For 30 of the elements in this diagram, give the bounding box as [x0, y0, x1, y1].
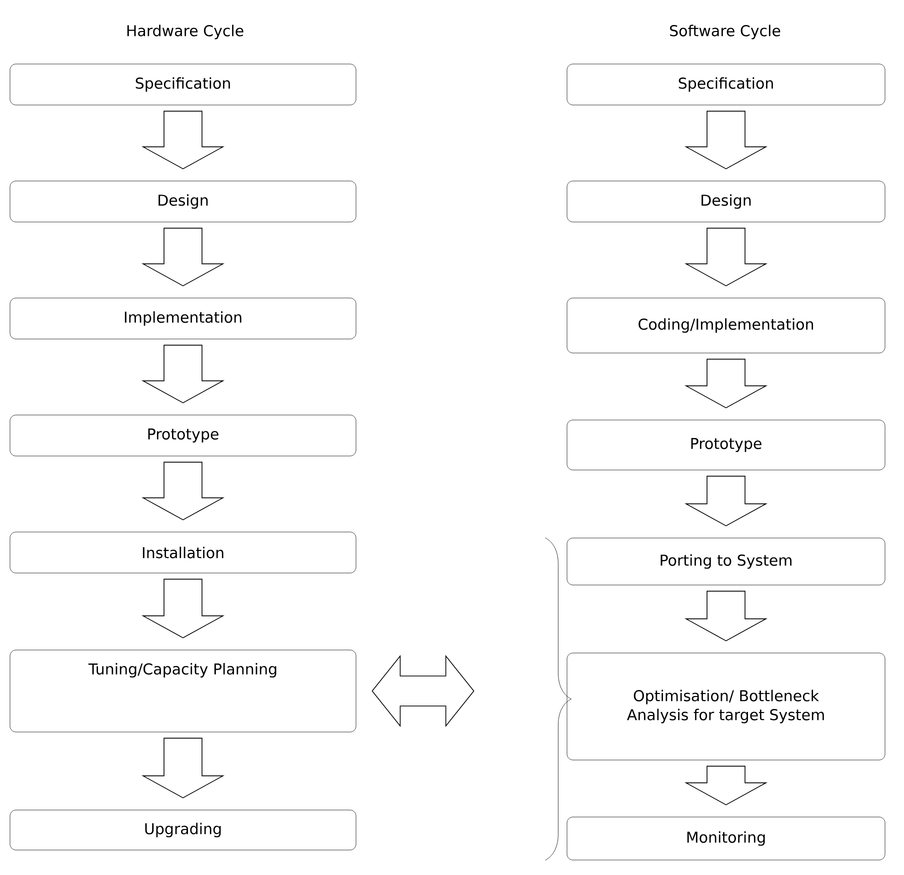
block-arrow [141, 228, 225, 286]
process-box: Specification [10, 64, 356, 106]
block-arrow [684, 110, 768, 170]
block-arrow [141, 110, 225, 170]
column-title: Hardware Cycle [127, 24, 244, 40]
process-box: Prototype [10, 414, 356, 456]
process-box: Specification [566, 64, 886, 106]
process-box: Optimisation/ Bottleneck Analysis for target System [566, 652, 886, 760]
process-box: Installation [10, 532, 356, 574]
process-box: Porting to System [566, 538, 886, 586]
block-arrow [141, 738, 225, 798]
block-arrow [141, 462, 225, 520]
block-arrow [141, 344, 225, 404]
process-box: Upgrading [10, 810, 356, 850]
process-box: Prototype [566, 420, 886, 470]
process-box: Coding/Implementation [566, 298, 886, 354]
block-arrow [684, 228, 768, 286]
process-box: Design [566, 180, 886, 222]
block-arrow [141, 578, 225, 638]
block-arrow [684, 358, 768, 408]
block-arrow [684, 766, 768, 806]
column-title: Software Cycle [670, 24, 780, 40]
block-arrow [372, 654, 474, 728]
process-box: Design [10, 180, 356, 222]
process-box: Monitoring [566, 816, 886, 860]
brace [545, 538, 572, 860]
block-arrow [684, 476, 768, 526]
process-box: Tuning/Capacity Planning [10, 650, 356, 732]
block-arrow [684, 590, 768, 642]
process-box: Implementation [10, 298, 356, 340]
